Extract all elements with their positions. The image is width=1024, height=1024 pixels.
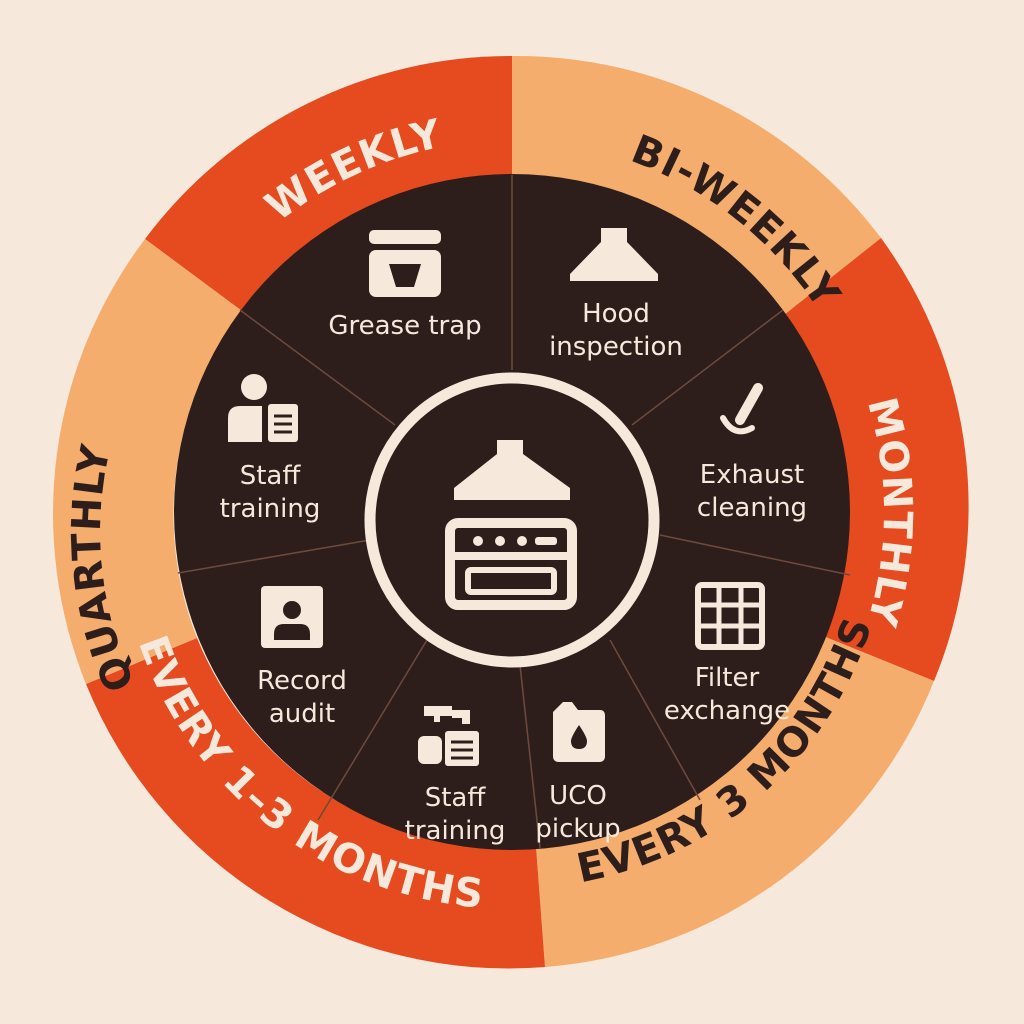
record-id-icon	[261, 586, 323, 648]
task-label-line: Hood	[582, 299, 650, 329]
task-label-line: Record	[257, 666, 347, 696]
task-label-line: Grease trap	[328, 311, 481, 341]
task-grease-trap: Grease trap	[328, 230, 482, 341]
ring-segment-monthly	[784, 238, 969, 681]
oil-jerrycan-icon	[553, 702, 605, 762]
divider-line	[609, 639, 701, 801]
divider-line	[631, 309, 784, 426]
hood-icon	[570, 228, 658, 281]
divider-line	[239, 309, 396, 426]
task-label-line: Filter	[695, 663, 760, 693]
task-hood-inspection: Hood inspection	[549, 228, 683, 362]
task-staff-training-bottom: Staff training	[405, 706, 506, 846]
ring-segment-bi-weekly	[512, 55, 881, 315]
task-filter-exchange: Filter exchange	[664, 582, 790, 726]
task-label-line: UCO	[549, 781, 607, 811]
task-label-line: exchange	[664, 696, 790, 726]
grease-trap-icon	[369, 230, 441, 297]
divider-line	[177, 539, 371, 574]
task-label-line: training	[405, 816, 506, 846]
task-label-line: cleaning	[697, 493, 807, 523]
center-hub	[364, 372, 660, 668]
task-uco-pickup: UCO pickup	[535, 702, 621, 844]
divider-line	[317, 634, 431, 821]
ring-segment-every-3-months	[536, 636, 934, 967]
task-label-line: Staff	[240, 461, 302, 491]
ring-segment-every-1-3-months	[86, 638, 545, 969]
ring-segment-quarthly	[52, 239, 243, 684]
inner-disc	[174, 174, 850, 850]
task-staff-training-left: Staff training	[220, 374, 321, 524]
task-label-line: training	[220, 494, 321, 524]
staff-document-icon	[228, 374, 298, 442]
task-record-audit: Record audit	[257, 586, 347, 729]
staff-training-icon	[418, 706, 479, 766]
task-exhaust-cleaning: Exhaust cleaning	[697, 383, 807, 523]
center-ring	[364, 372, 660, 668]
brush-icon	[720, 383, 763, 435]
ring-segment-weekly	[145, 55, 512, 311]
sector-dividers	[177, 175, 851, 849]
range-hood-stove-icon	[445, 440, 577, 610]
divider-line	[659, 534, 851, 576]
filter-grid-icon	[695, 582, 765, 650]
divider-line	[519, 664, 541, 849]
outer-ring	[52, 55, 969, 969]
task-label-line: Exhaust	[700, 460, 804, 490]
task-label-line: inspection	[549, 332, 683, 362]
task-label-line: audit	[269, 699, 335, 729]
task-label-line: pickup	[535, 814, 620, 844]
task-label-line: Staff	[425, 783, 487, 813]
